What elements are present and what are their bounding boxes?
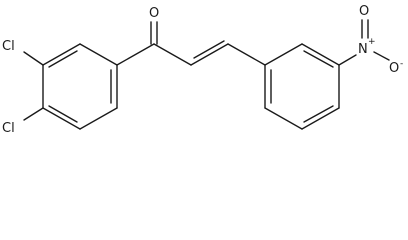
nitrophenyl-ring [264,43,340,130]
bond-alkene-inner [193,40,225,59]
aromatic-inner-bond [48,105,78,123]
bond [42,43,81,66]
nitro-nitrogen-label: N [358,42,368,57]
chlorine-top-label: Cl [2,39,15,54]
aromatic-inner-bond [303,50,334,68]
bond [79,107,118,130]
nitro-oxygen-right-label: O [389,61,399,76]
chemical-structure-diagram: Cl Cl O N + O O - [2,4,403,136]
chlorine-bottom-label: Cl [2,121,15,136]
bond-c-cl-bottom [23,107,44,121]
bond-ring-carbonyl [116,43,155,66]
bond [301,43,340,66]
bond [79,43,118,66]
bond [42,107,81,130]
bond [301,107,340,130]
bond-nitrogen-oxygen-single [373,51,390,61]
bond-ring-nitrogen [338,54,357,66]
bond [264,43,303,66]
oxygen-carbonyl-label: O [149,6,159,21]
aromatic-inner-bond [303,105,334,123]
bond [264,107,303,130]
nitro-oxygen-top-label: O [359,4,369,19]
nitro-nitrogen-charge: + [368,37,376,47]
nitro-oxygen-charge: - [400,59,403,69]
bond-carbonyl-alpha [153,43,192,66]
bond-alkene-ring [227,43,266,66]
aromatic-inner-bond [48,50,78,68]
bond-alkene [190,43,229,66]
dichlorophenyl-ring [42,43,118,130]
bond-c-cl-top [23,51,44,66]
